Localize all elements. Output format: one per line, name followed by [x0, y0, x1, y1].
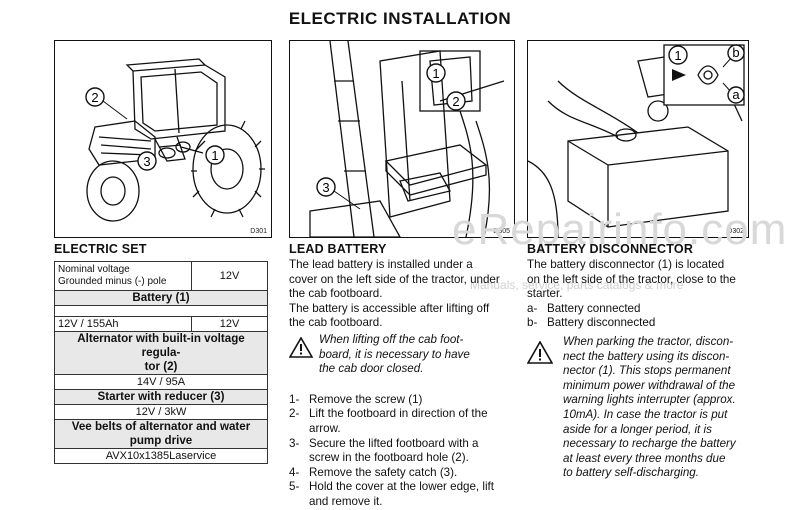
callout-b: b: [732, 45, 739, 60]
callout-1: 1: [432, 66, 439, 81]
battery-value-left: 12V / 155Ah: [54, 316, 192, 332]
watermark-small: Manuals, service, parts catalogs & more: [470, 278, 684, 292]
figure-code: D305: [493, 228, 510, 235]
belts-value: AVX10x1385Laservice: [54, 448, 268, 464]
battery-value-right: 12V: [191, 316, 268, 332]
lead-battery-warning: When lifting off the cab foot- board, it…: [288, 333, 513, 377]
callout-1: 1: [211, 148, 218, 163]
step-1: 1-Remove the screw (1): [289, 392, 423, 406]
warning-icon: [526, 335, 563, 481]
figure-code: D301: [250, 228, 267, 235]
electric-set-table-wrap: Nominal voltage Grounded minus (-) pole …: [54, 261, 268, 464]
callout-2: 2: [91, 90, 98, 105]
figure-code: D302: [727, 228, 744, 235]
alternator-heading: Alternator with built-in voltage regula-…: [54, 331, 268, 375]
callout-3: 3: [322, 180, 329, 195]
lead-battery-heading: LEAD BATTERY: [289, 242, 387, 256]
belts-heading: Vee belts of alternator and water pump d…: [54, 419, 268, 449]
electric-set-table: Nominal voltage Grounded minus (-) pole …: [54, 261, 268, 464]
disconnector-item-b: b-Battery disconnected: [527, 316, 656, 330]
disconnector-warning: When parking the tractor, discon- nect t…: [526, 335, 747, 481]
step-5: 5-Hold the cover at the lower edge, lift…: [289, 480, 494, 508]
step-4: 4-Remove the safety catch (3).: [289, 465, 458, 479]
nominal-voltage-value: 12V: [191, 261, 268, 291]
callout-3: 3: [143, 154, 150, 169]
callout-2: 2: [452, 94, 459, 109]
disconnector-illustration: 1 b a: [528, 44, 745, 237]
battery-heading: Battery (1): [54, 290, 268, 306]
alternator-value: 14V / 95A: [54, 374, 268, 390]
lead-battery-p1: The lead battery is installed under a co…: [289, 258, 500, 301]
lead-battery-p2: The battery is accessible after lifting …: [289, 301, 490, 330]
battery-disconnector-body: The battery disconnector (1) is located …: [526, 258, 747, 481]
tractor-illustration: 2 1 3: [85, 58, 265, 222]
callout-1: 1: [674, 48, 681, 63]
disconnector-p1: The battery disconnector (1) is located …: [527, 258, 736, 301]
warning-icon: [288, 333, 319, 377]
figure-battery-disconnector: 1 b a D302: [527, 40, 749, 238]
nominal-voltage-label: Nominal voltage Grounded minus (-) pole: [54, 261, 192, 291]
lead-battery-body: The lead battery is installed under a co…: [288, 258, 513, 510]
spacer-row: [54, 305, 268, 317]
electric-set-heading: ELECTRIC SET: [54, 242, 147, 256]
disconnector-item-a: a-Battery connected: [527, 301, 641, 315]
battery-disconnector-heading: BATTERY DISCONNECTOR: [527, 242, 694, 256]
page-title: ELECTRIC INSTALLATION: [288, 9, 512, 28]
callout-a: a: [732, 87, 740, 102]
footboard-illustration: 1 2 3: [309, 41, 505, 237]
spacer: [289, 377, 513, 393]
figure-lead-battery: 1 2 3 D305: [289, 40, 515, 238]
starter-value: 12V / 3kW: [54, 404, 268, 420]
watermark: eRepairinfo.com: [452, 205, 788, 254]
figure-tractor: 2 1 3 D301: [54, 40, 272, 238]
starter-heading: Starter with reducer (3): [54, 389, 268, 405]
step-2: 2-Lift the footboard in direction of the…: [289, 407, 488, 435]
